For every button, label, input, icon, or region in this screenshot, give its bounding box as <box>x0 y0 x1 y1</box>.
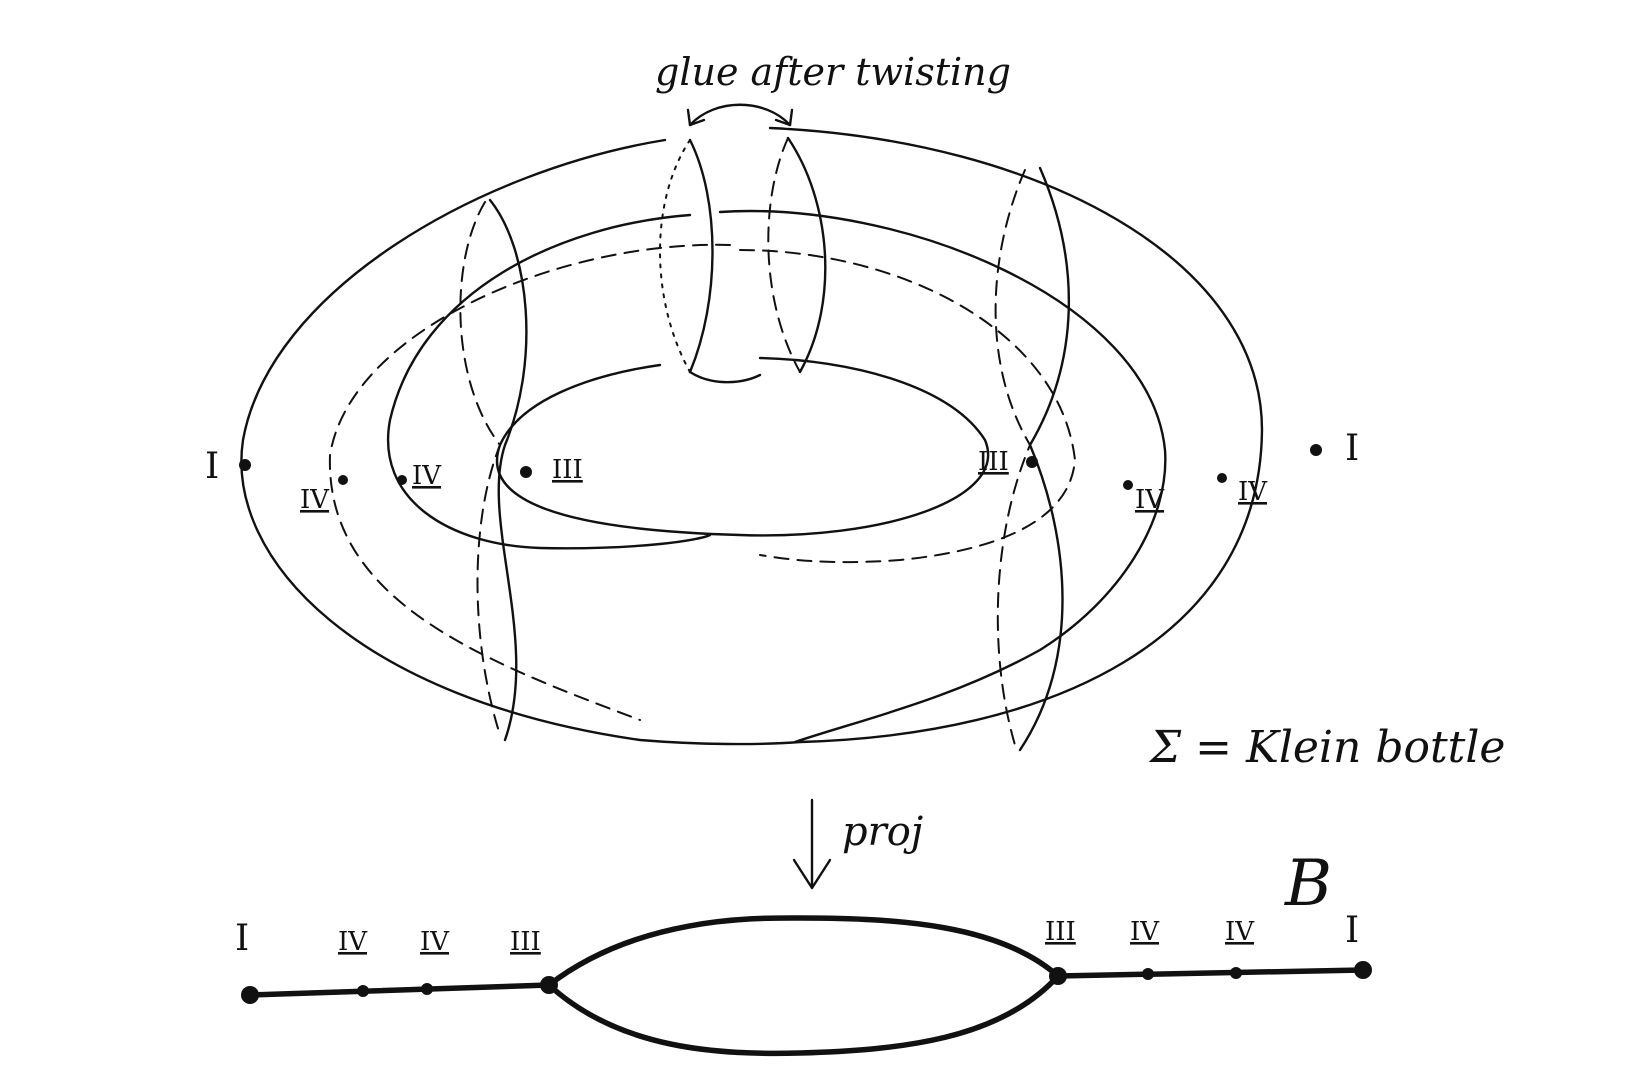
projection-arrow <box>792 798 832 890</box>
inner-hole <box>495 356 990 537</box>
label-mid-left-b: IV <box>412 461 442 491</box>
base-label-5: III <box>1045 917 1076 947</box>
point-mid-left-a <box>338 475 348 485</box>
glue-cut-right-solid <box>786 136 827 374</box>
base-point-2 <box>357 985 369 997</box>
base-label-1: I <box>235 918 249 959</box>
glue-cut-right-dashed <box>767 137 801 373</box>
base-left-edge <box>247 982 552 998</box>
klein-bottle-surface: I IV IV III III IV IV I glue after twist… <box>205 50 1505 773</box>
glue-arrow-head-left <box>686 108 706 127</box>
base-loop-upper <box>546 915 1061 988</box>
middle-ring-front <box>387 213 712 550</box>
point-inner-left <box>520 466 532 478</box>
projection: proj <box>792 798 923 890</box>
base-label-2: IV <box>338 927 368 957</box>
point-outer-left <box>239 459 251 471</box>
base-loop-lower <box>546 973 1061 1057</box>
label-mid-right-a: IV <box>1135 485 1165 515</box>
middle-ring-right <box>718 209 1167 744</box>
glue-neck <box>688 370 762 384</box>
glue-caption: glue after twisting <box>655 50 1011 94</box>
base-right-edge <box>1055 967 1366 979</box>
point-mid-right-a <box>1123 480 1133 490</box>
base-label-6: IV <box>1130 917 1160 947</box>
base-label: B <box>1284 847 1332 921</box>
base-point-5 <box>1049 967 1067 985</box>
base-label-3: IV <box>420 927 450 957</box>
glue-arrow <box>688 103 792 127</box>
base-point-1 <box>241 986 259 1004</box>
base-label-8: I <box>1345 910 1359 951</box>
point-inner-right <box>1026 456 1038 468</box>
label-inner-right: III <box>978 447 1009 477</box>
hidden-ring <box>328 243 1077 721</box>
surface-label: Σ = Klein bottle <box>1148 722 1505 773</box>
glue-cut-left-dotted <box>659 139 691 373</box>
base-point-3 <box>421 983 433 995</box>
label-inner-left: III <box>552 455 583 485</box>
label-outer-left: I <box>205 446 219 487</box>
label-mid-left-a: IV <box>300 485 330 515</box>
point-mid-left-b <box>397 475 407 485</box>
left-tube-back <box>459 201 502 736</box>
projection-label: proj <box>842 809 923 855</box>
base-label-7: IV <box>1225 917 1255 947</box>
base-point-7 <box>1230 967 1242 979</box>
right-tube-back <box>994 169 1032 746</box>
base-label-4: III <box>510 927 541 957</box>
base-point-8 <box>1354 961 1372 979</box>
glue-cut-left-solid <box>688 138 714 374</box>
point-outer-right <box>1310 444 1322 456</box>
base-graph: B I IV IV III III IV IV I <box>235 847 1372 1057</box>
glue-arrow-head-right <box>774 108 794 127</box>
base-point-6 <box>1142 968 1154 980</box>
base-point-4 <box>540 976 558 994</box>
point-mid-right-b <box>1217 473 1227 483</box>
outer-boundary <box>240 126 1264 746</box>
label-outer-right: I <box>1345 428 1359 469</box>
left-tube-front <box>488 198 528 742</box>
label-mid-right-b: IV <box>1238 477 1268 507</box>
